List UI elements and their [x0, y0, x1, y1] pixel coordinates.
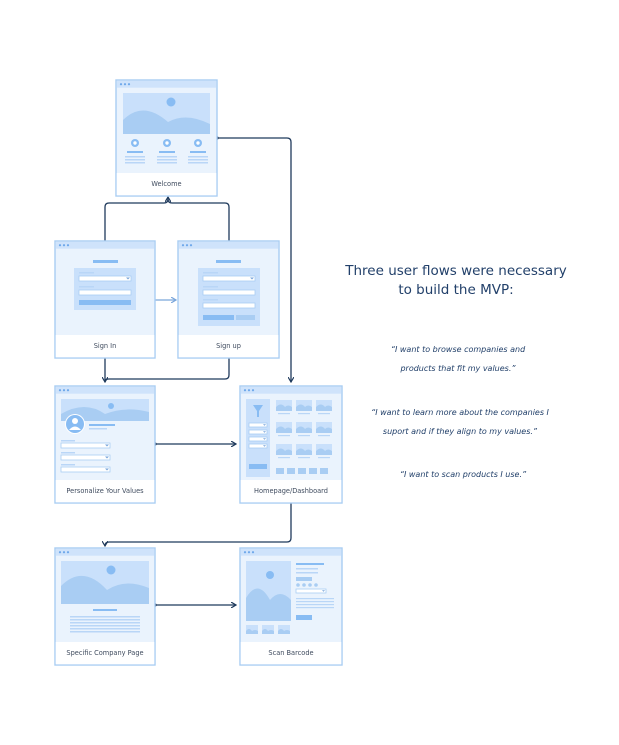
screen-scan-barcode: Scan Barcode: [239, 547, 343, 666]
connector-signin-to-welcome: [104, 197, 168, 242]
related-products: [246, 625, 290, 634]
connector-signup-to-personalize: [104, 358, 230, 382]
label-area: [55, 335, 155, 358]
hero-image-placeholder: [123, 93, 210, 134]
sign-in-form: [74, 268, 136, 310]
company-title-placeholder: [93, 609, 117, 611]
profile-banner: [61, 399, 149, 421]
window-titlebar: [116, 80, 217, 88]
screen-label-personalize: Personalize Your Values: [66, 487, 144, 495]
quote-line: “I want to browse companies and: [390, 345, 526, 354]
company-grid: [276, 400, 332, 459]
window-titlebar: [240, 548, 342, 556]
screen-label-scan: Scan Barcode: [268, 649, 313, 657]
avatar: [65, 414, 85, 434]
user-flow-quote-browse: “I want to browse companies and products…: [368, 340, 548, 378]
label-area: [55, 642, 155, 665]
label-area: [240, 480, 342, 503]
company-banner-image: [61, 561, 149, 604]
filter-icon: [253, 405, 263, 417]
screen-label-sign-in: Sign In: [94, 342, 117, 350]
connector-welcome-to-homepage: [217, 137, 291, 382]
screen-label-company: Specific Company Page: [66, 649, 143, 657]
values-dropdowns: [60, 440, 111, 473]
connectors: [105, 136, 293, 606]
filter-sidebar: [246, 399, 270, 477]
window-titlebar: [55, 386, 155, 394]
screen-sign-in: Sign In: [54, 240, 156, 359]
screen-specific-company: Specific Company Page: [54, 547, 156, 666]
quote-line: suport and if they align to my values.”: [382, 427, 538, 436]
label-area: [178, 335, 279, 358]
user-flow-quote-learn: “I want to learn more about the companie…: [355, 403, 565, 441]
screen-sign-up: Sign up: [177, 240, 280, 359]
screen-label-homepage: Homepage/Dashboard: [254, 487, 328, 495]
label-area: [55, 480, 155, 503]
sign-up-form: [198, 268, 260, 326]
window-titlebar: [240, 386, 342, 394]
label-area: [240, 642, 342, 665]
screen-welcome: Welcome: [115, 79, 218, 197]
heading-line-2: to build the MVP:: [398, 282, 514, 298]
screen-homepage-dashboard: Homepage/Dashboard: [239, 385, 343, 504]
company-text-lines: [70, 616, 140, 633]
quote-line: products that fit my values.”: [400, 364, 516, 373]
product-details: [295, 563, 334, 620]
form-title-placeholder: [93, 260, 118, 263]
window-titlebar: [55, 241, 155, 249]
flows-heading: Three user flows were necessary to build…: [338, 262, 574, 300]
label-area: [116, 173, 217, 196]
form-title-placeholder: [216, 260, 241, 263]
window-titlebar: [55, 548, 155, 556]
feature-icons: [125, 139, 208, 164]
screen-label-welcome: Welcome: [151, 180, 181, 188]
product-image: [246, 561, 291, 621]
window-titlebar: [178, 241, 279, 249]
connector-homepage-to-company: [105, 502, 292, 546]
quote-line: “I want to learn more about the companie…: [371, 408, 549, 417]
quote-line: “I want to scan products I use.”: [399, 470, 527, 479]
connector-signup-to-welcome: [167, 198, 230, 242]
screen-personalize-values: Personalize Your Values: [54, 385, 156, 504]
pagination: [276, 468, 328, 474]
screen-label-sign-up: Sign up: [216, 342, 241, 350]
heading-line-1: Three user flows were necessary: [345, 263, 567, 279]
user-flow-quote-scan: “I want to scan products I use.”: [378, 465, 548, 484]
